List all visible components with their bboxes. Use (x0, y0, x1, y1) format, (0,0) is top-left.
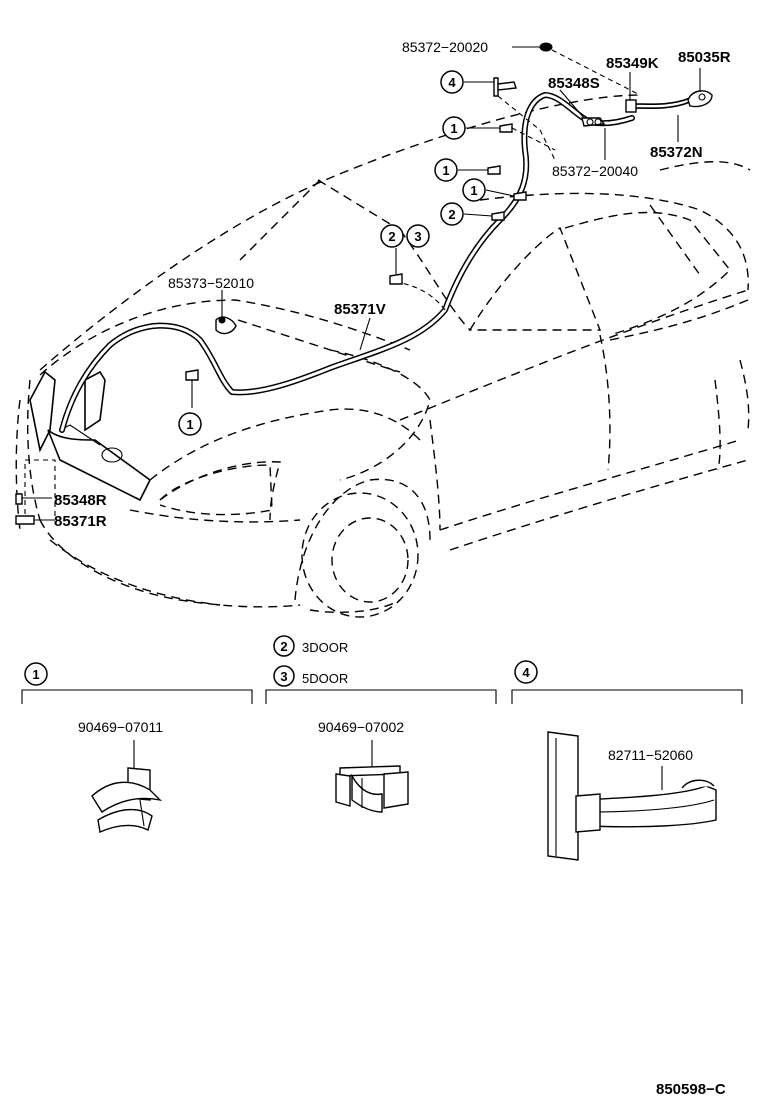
front-nozzle-parts (15, 493, 35, 525)
clip-90469-07002 (335, 765, 409, 813)
svg-text:3: 3 (414, 229, 421, 244)
clamps-on-roof (185, 123, 527, 381)
note-3door: 3DOOR (302, 640, 348, 655)
svg-text:2: 2 (448, 207, 455, 222)
svg-text:2: 2 (388, 229, 395, 244)
svg-text:4: 4 (448, 75, 456, 90)
nozzle-85035R (687, 90, 713, 108)
label-85348S: 85348S (548, 75, 600, 92)
label-90469-07002: 90469−07002 (318, 719, 404, 735)
callout-markers: 4 1 1 1 2 2 3 1 (178, 70, 486, 436)
callout-1-a: 1 (442, 116, 466, 140)
callout-3-pair: 3 (406, 224, 430, 248)
label-85035R: 85035R (678, 49, 731, 66)
svg-text:1: 1 (32, 667, 39, 682)
label-85372-20040: 85372−20040 (552, 163, 638, 179)
label-85371V: 85371V (334, 301, 386, 318)
joint-85348S (581, 117, 606, 127)
label-85372N: 85372N (650, 144, 703, 161)
joint-85349K (625, 99, 637, 113)
part-labels: 85372−20020 85349K 85035R 85348S 85372N … (54, 39, 731, 530)
label-85348R: 85348R (54, 492, 107, 509)
label-85349K: 85349K (606, 55, 659, 72)
clamp-85372-20020 (539, 42, 553, 52)
bracket-82711-52060-small (493, 77, 517, 97)
label-82711-52060: 82711−52060 (608, 747, 693, 763)
detail-2-3: 90469−07002 (265, 689, 497, 813)
detail-4: 4 82711−52060 (511, 660, 743, 861)
bracket-82711-52060 (547, 731, 717, 861)
callout-4-top: 4 (440, 70, 464, 94)
svg-text:3: 3 (280, 669, 287, 684)
callout-2-top: 2 (440, 202, 464, 226)
svg-text:1: 1 (442, 163, 449, 178)
svg-text:1: 1 (470, 183, 477, 198)
label-85372-20020: 85372−20020 (402, 39, 488, 55)
callout-1-d: 1 (178, 412, 202, 436)
svg-text:1: 1 (450, 121, 457, 136)
door-notes: 2 3DOOR 3 5DOOR (273, 635, 348, 687)
car-body-outline (15, 94, 751, 618)
leader-lines (22, 46, 701, 521)
svg-text:1: 1 (186, 417, 193, 432)
clip-90469-07011 (91, 767, 163, 833)
label-85373-52010: 85373−52010 (168, 275, 254, 291)
svg-text:2: 2 (280, 639, 287, 654)
washer-hose-85371V (59, 92, 691, 433)
callout-2-pair: 2 (380, 224, 404, 248)
callout-1-b: 1 (434, 158, 458, 182)
svg-text:4: 4 (522, 665, 530, 680)
note-5door: 5DOOR (302, 671, 348, 686)
label-85371R: 85371R (54, 513, 107, 530)
label-90469-07011: 90469−07011 (78, 719, 163, 735)
callout-1-c: 1 (462, 178, 486, 202)
detail-1: 1 90469−07011 (21, 662, 253, 833)
figure-code: 850598−C (656, 1081, 726, 1098)
